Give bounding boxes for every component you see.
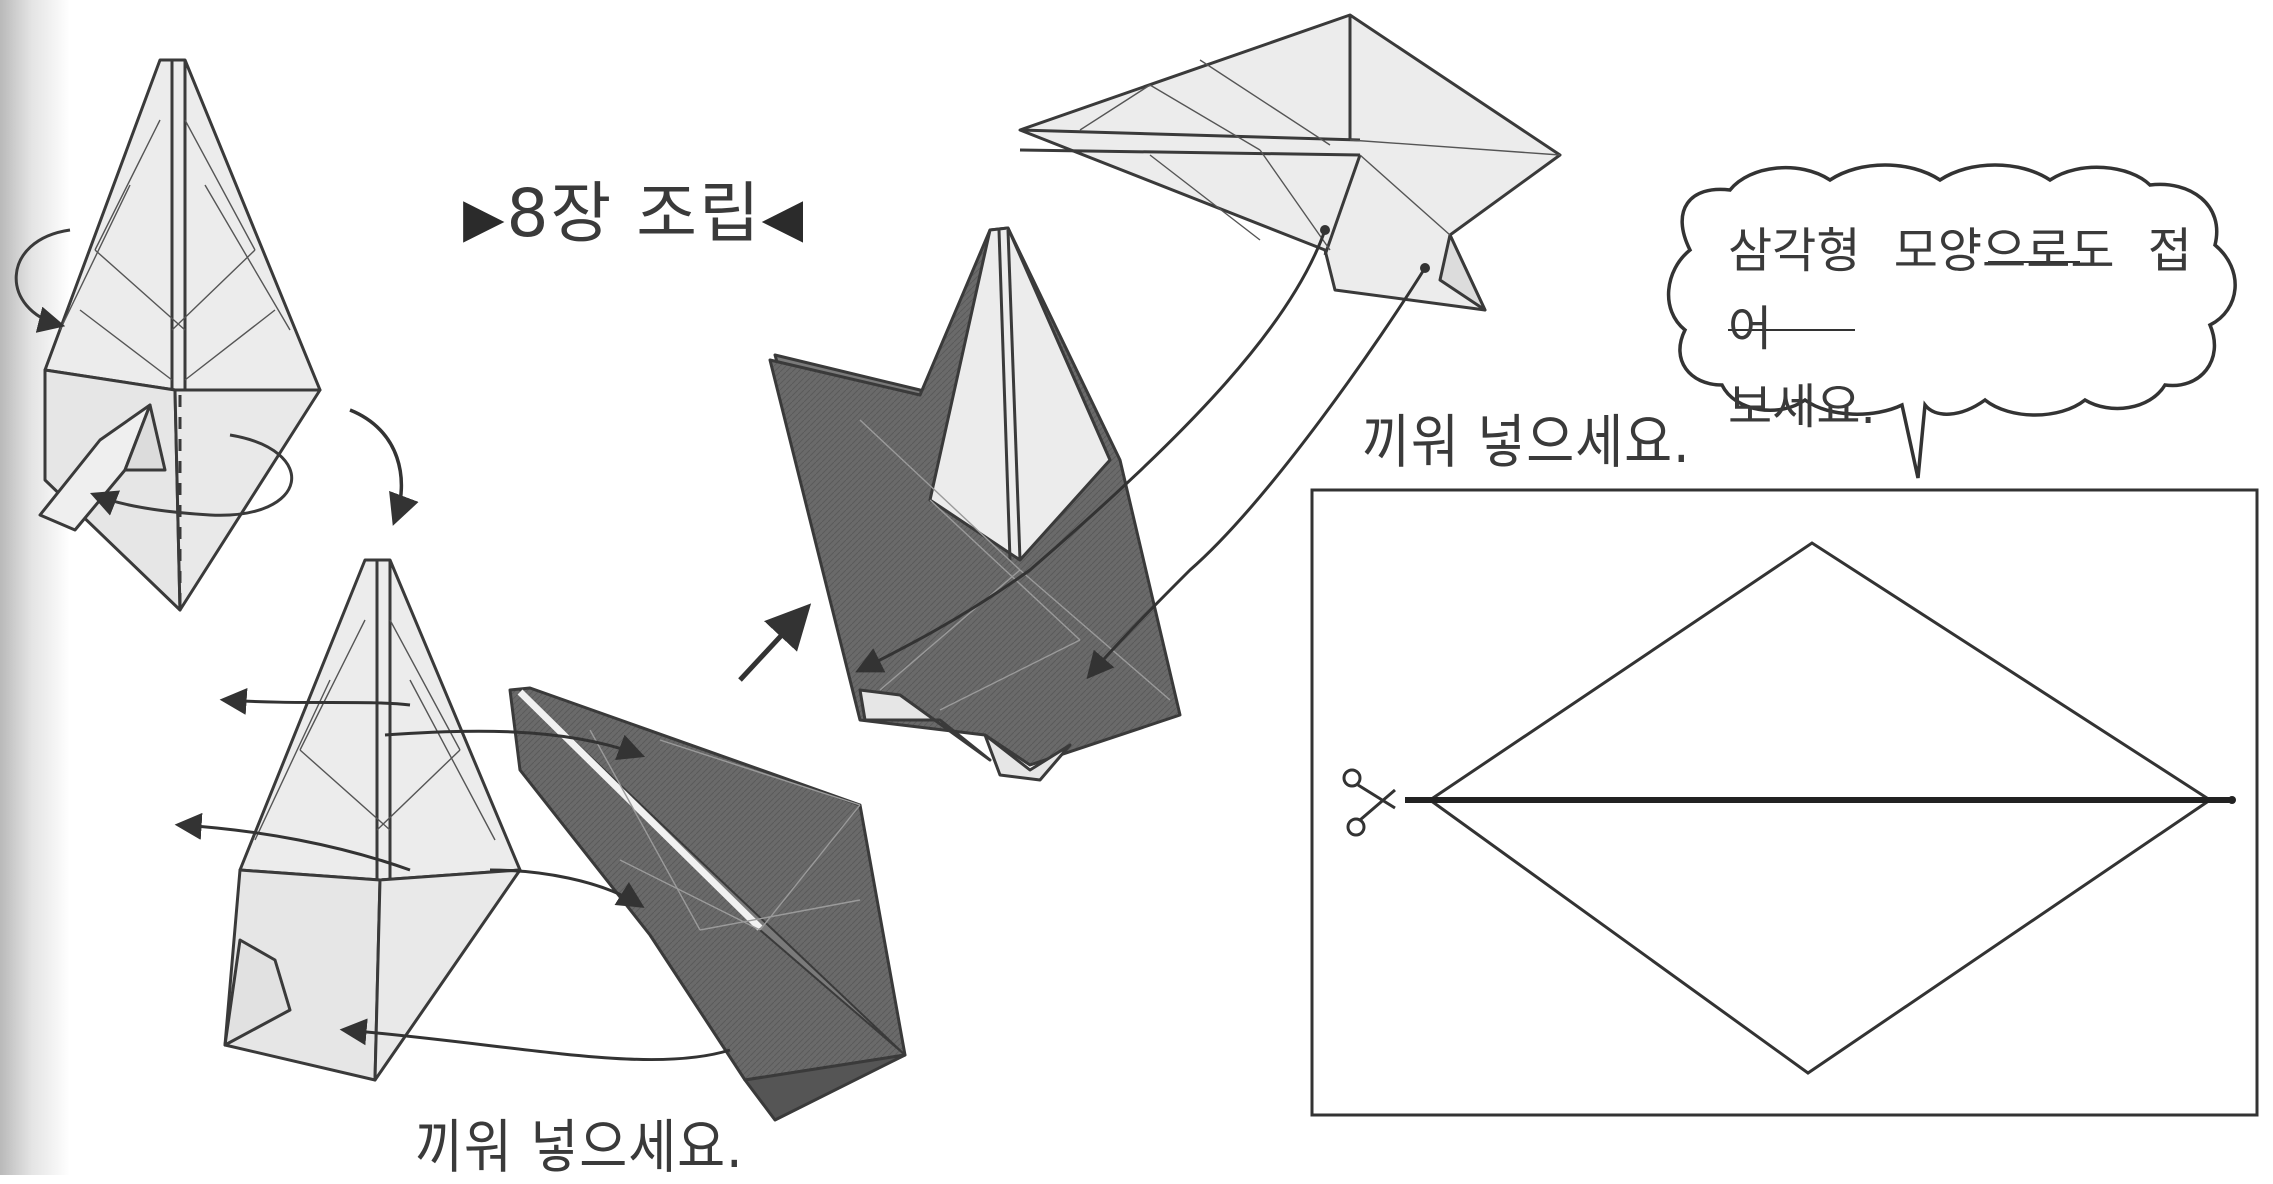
caption-insert-bottom: 끼워 넣으세요. <box>415 1100 744 1184</box>
curved-arrow-icon <box>350 410 401 520</box>
insert-point <box>1420 263 1430 273</box>
title-text: 8장 조립 <box>507 175 762 252</box>
caption-insert-right: 끼워 넣으세요. <box>1362 395 1691 479</box>
origami-unit-top <box>1020 15 1560 310</box>
speech-bubble-text: 삼각형 모양으로도 접어 보세요. <box>1728 212 2218 446</box>
origami-unit-1 <box>16 60 320 610</box>
origami-unit-2 <box>225 560 520 1080</box>
origami-assembled <box>770 228 1180 780</box>
insert-point <box>1320 225 1330 235</box>
paper-template <box>1312 490 2257 1115</box>
triangle-left-icon: ◀ <box>762 186 806 249</box>
speech-bubble-line-2: 보세요. <box>1728 368 2218 446</box>
arrow-up-right-icon <box>740 610 805 680</box>
page-title: ▶8장 조립◀ <box>463 160 805 256</box>
speech-bubble-line-1: 삼각형 모양으로도 접어 <box>1728 212 2218 368</box>
triangle-right-icon: ▶ <box>463 186 507 249</box>
